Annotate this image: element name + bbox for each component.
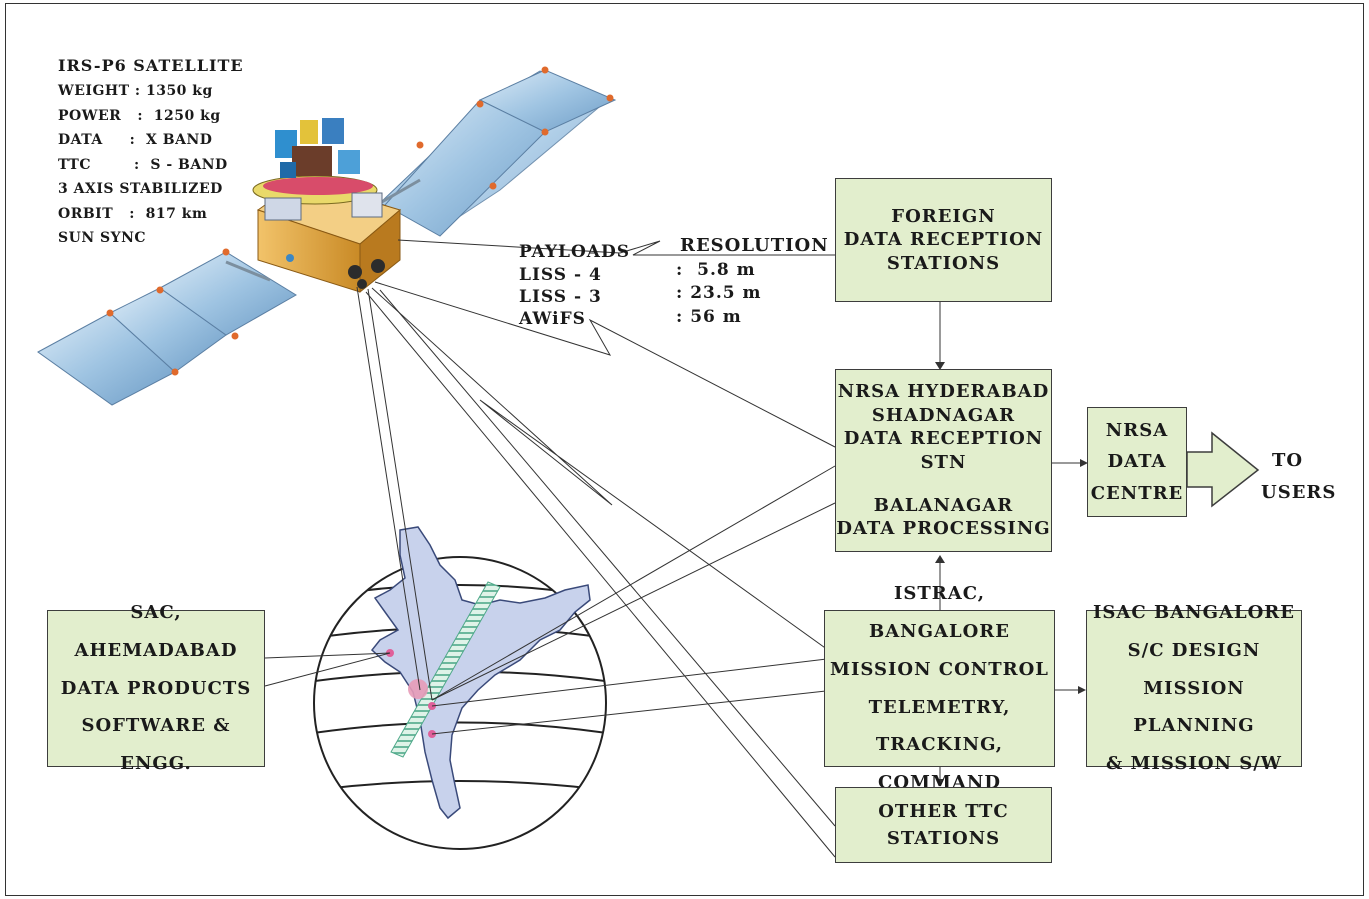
panel-boom-right [379,178,421,205]
nrsa-hyderabad-box: NRSA HYDERABAD SHADNAGAR DATA RECEPTION … [835,369,1052,552]
box-line: MISSION PLANNING [1133,677,1255,737]
panel-hinges-left [106,248,239,376]
spec-data: DATA : X BAND [58,132,213,148]
to-users-label-to: TO [1272,450,1304,471]
panel-boom-left [225,260,271,282]
box-line: DATA [1107,451,1167,473]
foreign-stations-box: FOREIGN DATA RECEPTION STATIONS [835,178,1052,302]
spec-ttc: TTC : S - BAND [58,156,228,173]
box-line: SAC, AHEMADABAD [74,602,238,661]
box-line: CENTRE [1090,482,1184,504]
connector-lines [264,239,1084,858]
sac-box: SAC, AHEMADABAD DATA PRODUCTS SOFTWARE &… [47,602,265,774]
solar-panel-left [37,251,297,406]
box-line: STATIONS [886,252,1001,274]
resolution-liss3: : 23.5 m [676,283,762,303]
box-line: & MISSION S/W [1105,753,1283,775]
box-line: S/C DESIGN [1127,639,1261,661]
box-line: OTHER TTC [878,801,1009,822]
resolution-liss4: : 5.8 m [676,260,756,280]
box-line: DATA RECEPTION [843,229,1044,251]
panel-hinges-right [416,66,614,190]
nrsa-data-centre-box: NRSA DATA CENTRE [1087,407,1187,517]
satellite-bus [252,118,402,294]
box-line: ISAC BANGALORE [1093,602,1295,624]
box-line: MISSION CONTROL [830,658,1049,680]
india-map [370,526,591,820]
spec-power: POWER : 1250 kg [58,107,221,124]
box-line: TELEMETRY, [868,696,1011,718]
spec-sun-sync: SUN SYNC [58,230,147,246]
box-line: FOREIGN [891,205,996,227]
resolution-header: RESOLUTION [680,235,829,256]
payload-awifs: AWiFS [519,309,586,329]
box-line: NRSA HYDERABAD [837,381,1050,403]
box-line: DATA PROCESSING [836,518,1051,540]
payloads-header: PAYLOADS [519,242,630,262]
isac-box: ISAC BANGALORE S/C DESIGN MISSION PLANNI… [1086,602,1302,774]
other-ttc-box: OTHER TTC STATIONS [835,787,1052,863]
arrowheads [935,362,1088,786]
box-line: ISTRAC, BANGALORE [869,583,1010,642]
spec-weight: WEIGHT : 1350 kg [58,83,213,99]
istrac-box: ISTRAC, BANGALORE MISSION CONTROL TELEME… [824,583,1055,793]
spec-orbit: ORBIT : 817 km [58,205,208,222]
box-line: STATIONS [886,828,1001,849]
diagram-frame [5,3,1364,896]
box-line: SHADNAGAR [871,404,1016,426]
box-line: NRSA [1105,419,1169,441]
spec-stabilization: 3 AXIS STABILIZED [58,181,223,197]
box-line: BALANAGAR [873,494,1014,516]
resolution-awifs: : 56 m [676,307,742,327]
payload-liss4: LISS - 4 [519,265,602,285]
earth-globe [313,526,607,850]
payload-liss3: LISS - 3 [519,287,602,307]
satellite-specs: IRS-P6 SATELLITE WEIGHT : 1350 kg POWER … [58,56,244,255]
satellite-title: IRS-P6 SATELLITE [58,56,244,75]
to-users-label-users: USERS [1261,482,1337,503]
to-users-arrow [1186,431,1260,508]
box-line: DATA RECEPTION STN [843,428,1044,473]
box-line: DATA PRODUCTS [60,677,252,699]
box-line: SOFTWARE & ENGG. [81,715,231,775]
